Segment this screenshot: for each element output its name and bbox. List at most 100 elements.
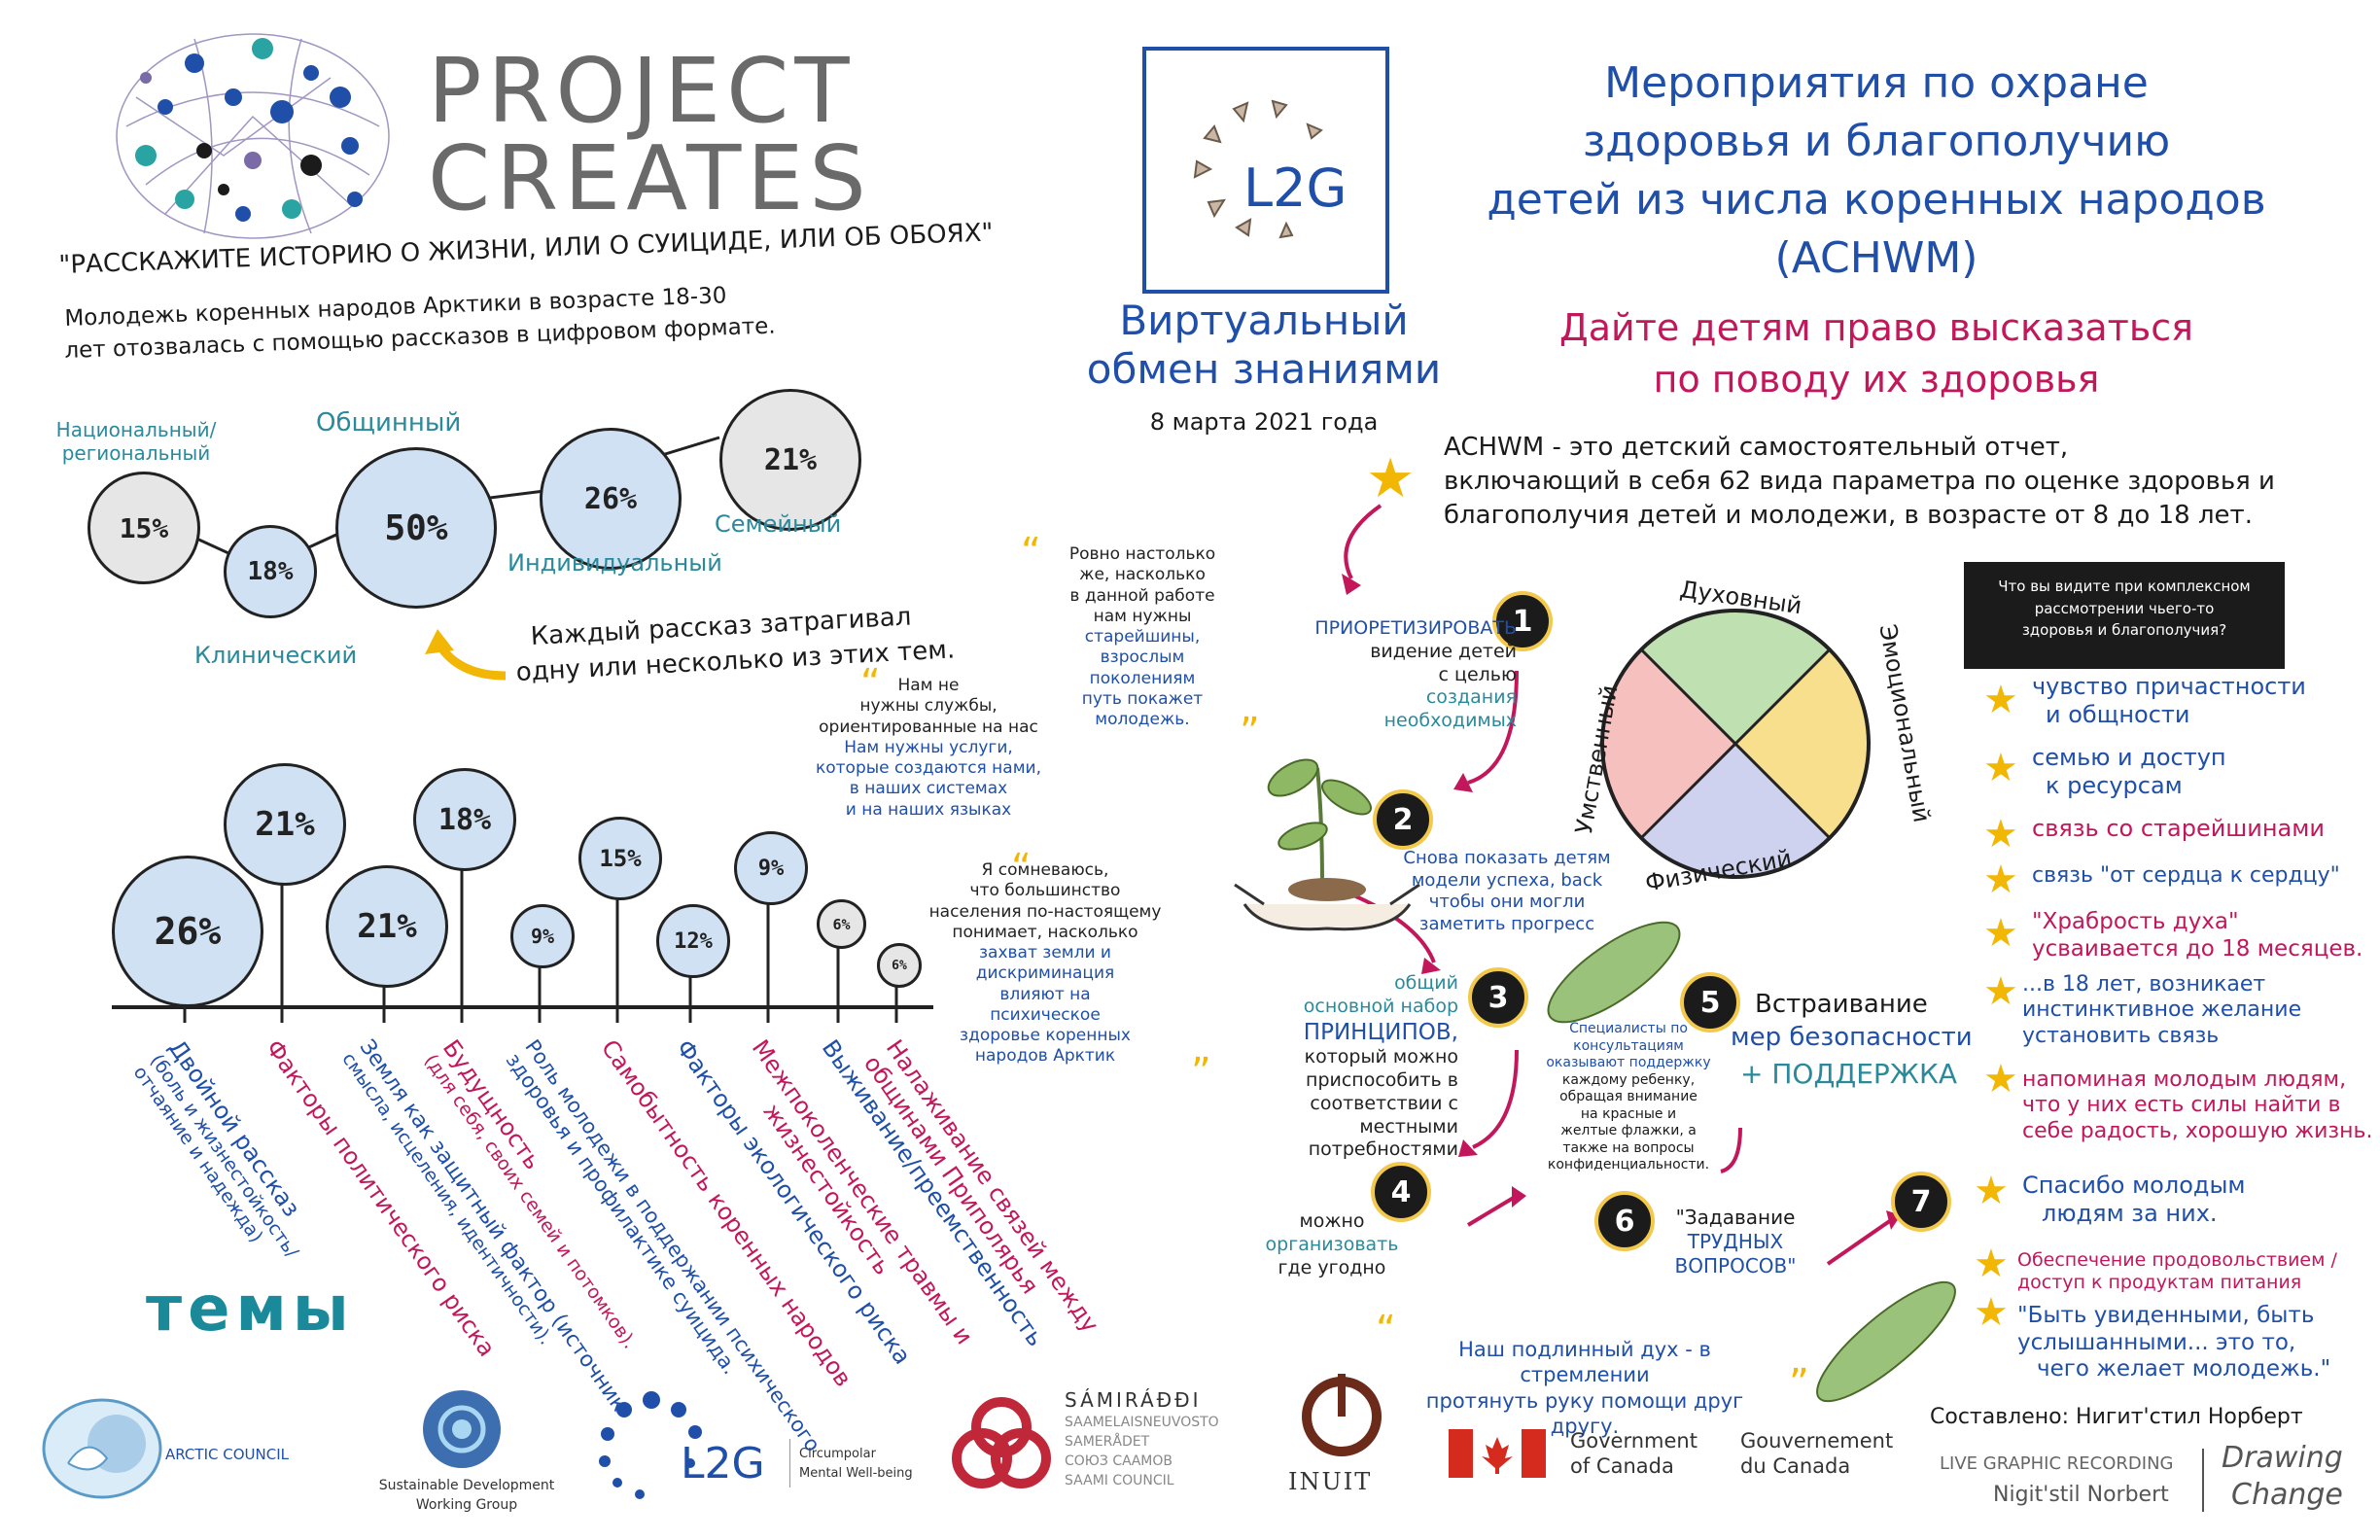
artist-name: Nigit'stil Norbert (1993, 1483, 2169, 1507)
gc-1: Government (1570, 1429, 1698, 1452)
l2g-logo-text: L2G (681, 1439, 765, 1488)
bubble-family: 21% (719, 389, 861, 531)
list-item-7: напоминая молодым людям,что у них есть с… (2022, 1068, 2373, 1143)
list-star-3: ★ (1983, 812, 2018, 857)
inuit-logo-icon (1302, 1374, 1382, 1456)
step-6-badge: 6 (1594, 1191, 1655, 1251)
list-item-4: связь "от сердца к сердцу" (2032, 863, 2340, 888)
quote-end-icon-3: ” (1191, 1050, 1211, 1095)
arctic-council-text: ARCTIC COUNCIL (165, 1446, 289, 1463)
step-4-text: можно организовать где угодно (1265, 1210, 1399, 1278)
list-item-3: связь со старейшинами (2032, 815, 2325, 842)
l2g-swirl-icon (1193, 99, 1323, 239)
step-5-title: Встраивание (1755, 990, 1928, 1019)
saami-1: SÁMIRÁÐÐI (1065, 1388, 1202, 1412)
quote-mark-icon: “ (1021, 530, 1041, 575)
list-star-4: ★ (1983, 858, 2018, 902)
curved-arrow-icon (425, 629, 507, 681)
sdwg-text-1: Sustainable Development (378, 1478, 555, 1493)
step-7-badge: 7 (1891, 1172, 1951, 1232)
gc-2: of Canada (1570, 1454, 1674, 1478)
timeline-bubble-9: 6% (817, 899, 866, 949)
live-recording: LIVE GRAPHIC RECORDING (1940, 1453, 2174, 1474)
timeline-bubble-10: 6% (877, 943, 922, 988)
drawing-change-1: Drawing (2222, 1441, 2343, 1475)
quote-mark-icon-3: “ (1011, 846, 1032, 891)
list-star-7: ★ (1983, 1057, 2018, 1102)
family-label: Семейный (715, 510, 842, 538)
saami-council-logo-icon (952, 1397, 1051, 1488)
timeline-bubble-6: 15% (578, 817, 662, 900)
achwm-line2: включающий в себя 62 вида параметра по о… (1444, 467, 2275, 496)
title-line2: здоровья и благополучию (1582, 117, 2171, 166)
achwm-line1: ACHWM - это детский самостоятельный отче… (1444, 433, 2069, 462)
list-star-9: ★ (1974, 1242, 2009, 1286)
wellbeing-wheel (1600, 609, 1871, 879)
inuit-text: INUIT (1288, 1468, 1373, 1495)
step-1-badge: 1 (1492, 591, 1553, 651)
timeline-bubble-1: 26% (112, 856, 263, 1007)
virtual-date: 8 марта 2021 года (1149, 408, 1379, 436)
virtual-line1: Виртуальный (1119, 297, 1409, 344)
timeline-bubble-7: 12% (656, 904, 730, 978)
quote-end-icon-4: ” (1789, 1361, 1809, 1406)
brand-line1: PROJECT (428, 39, 856, 143)
clinical-label: Клинический (194, 642, 358, 669)
saami-3: SAMERÅDET (1065, 1434, 1150, 1450)
list-item-9: Обеспечение продовольствием /доступ к пр… (2017, 1249, 2337, 1293)
list-item-5: "Храбрость духа"усваивается до 18 месяце… (2032, 909, 2363, 962)
question-box: Что вы видите при комплексном рассмотрен… (1964, 562, 2285, 669)
step-5-support: + ПОДДЕРЖКА (1740, 1058, 1957, 1090)
quote-end-icon: ” (1240, 710, 1260, 754)
title-line3: детей из числа коренных народов (1487, 175, 2266, 225)
bubble-national: 15% (88, 472, 200, 584)
saami-4: СОЮЗ СААМОВ (1065, 1453, 1172, 1469)
virtual-line2: обмен знаниями (1086, 345, 1442, 393)
timeline-bubble-5: 9% (510, 904, 575, 968)
step-3-badge: 3 (1468, 967, 1528, 1028)
canada-flag-icon (1449, 1429, 1546, 1478)
timeline-bubble-2: 21% (224, 763, 346, 886)
wheel-right (1735, 649, 1870, 838)
wheel-top (1641, 610, 1830, 744)
gc-4: du Canada (1740, 1454, 1851, 1478)
step-1-text: ПРИОРЕТИЗИРОВАТЬ видение детей с целью с… (1314, 617, 1517, 731)
saami-5: SAAMI COUNCIL (1065, 1473, 1174, 1488)
l2g-logo-icon (599, 1391, 702, 1499)
compiled-by: Составлено: Нигит'стил Норберт (1930, 1405, 2303, 1429)
timeline-bubble-3: 21% (326, 865, 448, 988)
l2g-divider (789, 1439, 790, 1488)
list-star-1: ★ (1983, 678, 2018, 722)
list-star-2: ★ (1983, 746, 2018, 790)
l2g-sub-1: Circumpolar (799, 1447, 876, 1461)
bubble-individual: 26% (540, 428, 682, 570)
wheel-bottom (1641, 744, 1830, 878)
subtitle-line2: по поводу их здоровья (1653, 358, 2100, 401)
star-icon: ★ (1366, 447, 1416, 510)
arctic-council-logo-icon (42, 1398, 162, 1499)
timeline-bubble-8: 9% (734, 831, 808, 905)
list-star-5: ★ (1983, 911, 2018, 956)
national-label: Национальный/ региональный (55, 418, 217, 465)
achwm-line3: благополучия детей и молодежи, в возраст… (1444, 501, 2253, 530)
quote-mark-icon-4: “ (1376, 1308, 1396, 1352)
title-line4: (ACHWM) (1774, 233, 1978, 283)
timeline-bubble-4: 18% (413, 768, 516, 871)
l2g-box: L2G (1142, 47, 1389, 294)
list-star-6: ★ (1983, 969, 2018, 1014)
step-5-sub: мер безопасности (1731, 1023, 1973, 1052)
step-5-badge: 5 (1680, 972, 1740, 1032)
bubble-clinical: 18% (224, 525, 317, 618)
bubble-community: 50% (335, 447, 497, 609)
community-label: Общинный (316, 408, 462, 438)
network-logo-icon (116, 33, 390, 239)
list-star-8: ★ (1974, 1169, 2009, 1213)
